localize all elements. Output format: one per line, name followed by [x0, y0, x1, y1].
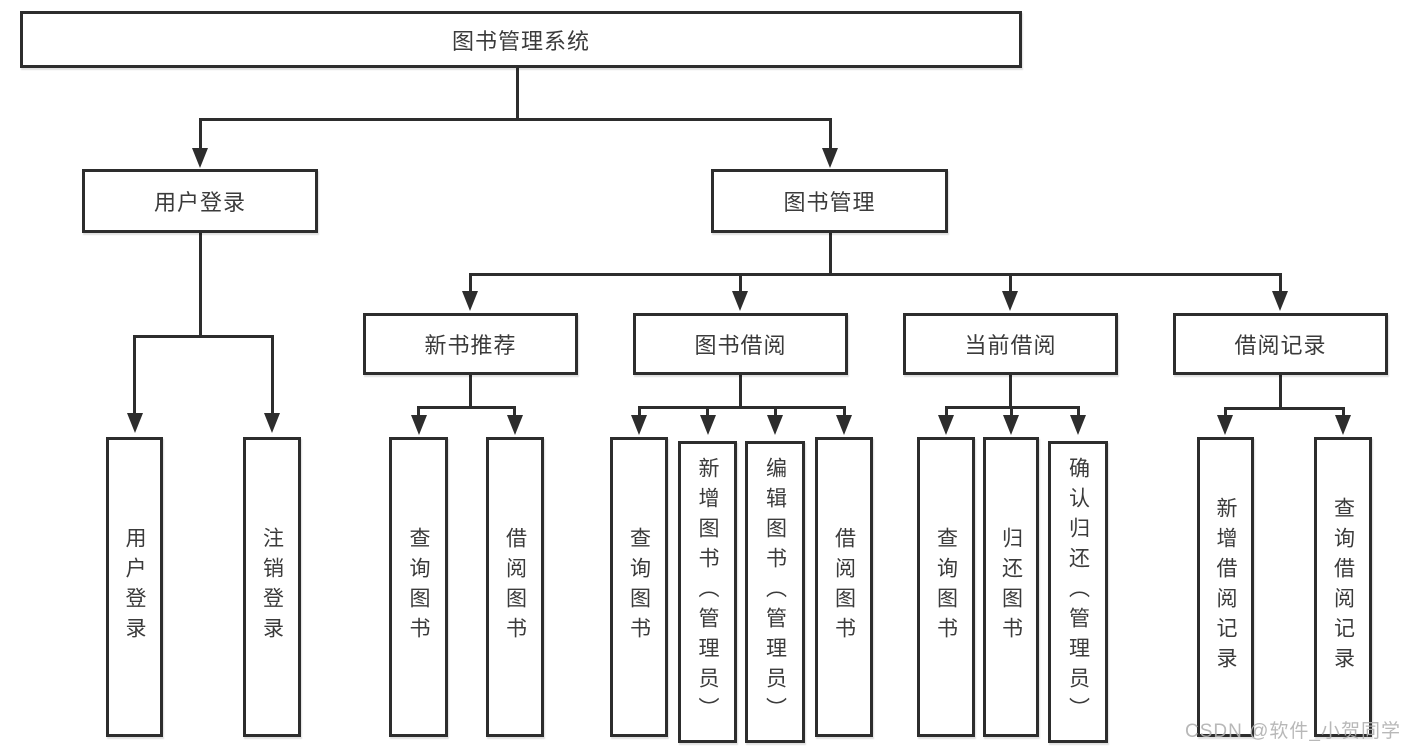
connector-level3-stem	[738, 273, 742, 291]
arrow-down-icon	[410, 415, 427, 435]
connector-userlogin-stem	[198, 118, 202, 150]
node-new-book-recommend-label: 新书推荐	[424, 333, 517, 358]
connector-currentborrow-down	[1008, 375, 1012, 406]
leaf-logout: 注销登录	[243, 437, 301, 737]
arrow-down-icon	[1070, 415, 1086, 435]
connector-leaf-stem	[417, 406, 420, 416]
connector-bookmgmt-rail	[468, 273, 1282, 276]
node-book-management: 图书管理	[711, 169, 948, 233]
arrow-down-icon	[1335, 415, 1351, 435]
arrow-down-icon	[126, 413, 143, 433]
arrow-down-icon	[506, 415, 523, 435]
leaf-label: 编辑图书（管理员）	[763, 457, 787, 727]
connector-leaf-stem	[773, 406, 777, 416]
arrow-down-icon	[938, 415, 954, 435]
connector-root-stem	[515, 68, 519, 118]
leaf-query-books-2: 查询图书	[610, 437, 668, 737]
leaf-label: 新增图书（管理员）	[696, 457, 719, 727]
leaf-label: 查询借阅记录	[1331, 497, 1355, 677]
arrow-down-icon	[1272, 291, 1288, 311]
node-borrow-records: 借阅记录	[1173, 313, 1388, 375]
leaf-label: 查询图书	[407, 527, 430, 647]
arrow-down-icon	[822, 148, 838, 168]
leaf-query-books-3: 查询图书	[917, 437, 975, 737]
connector-leaf-stem	[706, 406, 709, 416]
leaf-query-borrow-record: 查询借阅记录	[1314, 437, 1372, 737]
node-book-borrow: 图书借阅	[633, 313, 848, 375]
csdn-watermark: CSDN @软件_小贺同学	[1185, 721, 1401, 742]
leaf-label: 注销登录	[260, 527, 284, 647]
leaf-borrow-books-1: 借阅图书	[486, 437, 544, 737]
connector-bookmgmt-stem	[828, 118, 832, 150]
connector-userlogin-down	[198, 233, 202, 335]
connector-newbooks-rail	[417, 406, 516, 409]
leaf-edit-books-admin: 编辑图书（管理员）	[745, 441, 805, 743]
connector-root-rail	[198, 118, 832, 121]
leaf-label: 查询图书	[627, 527, 651, 647]
node-borrow-records-label: 借阅记录	[1234, 333, 1327, 358]
node-book-borrow-label: 图书借阅	[694, 333, 787, 358]
arrow-down-icon	[699, 415, 716, 435]
arrow-down-icon	[1003, 415, 1019, 435]
connector-bookborrow-rail	[637, 406, 846, 409]
leaf-return-books: 归还图书	[983, 437, 1039, 737]
leaf-add-borrow-record: 新增借阅记录	[1197, 437, 1254, 737]
connector-borrowrecords-down	[1278, 375, 1282, 407]
leaf-confirm-return-admin: 确认归还（管理员）	[1048, 441, 1108, 743]
connector-leaf-stem	[1341, 407, 1345, 416]
node-library-system-label: 图书管理系统	[451, 28, 590, 54]
connector-leaf-stem	[1223, 407, 1227, 416]
arrow-down-icon	[1217, 415, 1233, 435]
node-library-system: 图书管理系统	[20, 11, 1022, 68]
leaf-label: 归还图书	[999, 527, 1023, 647]
arrow-down-icon	[264, 413, 280, 433]
connector-bookborrow-down	[738, 375, 742, 406]
leaf-label: 借阅图书	[503, 527, 527, 647]
connector-leaf-stem	[637, 406, 641, 416]
connector-borrowrecords-rail	[1223, 407, 1345, 410]
connector-leaf-stem	[944, 406, 948, 416]
arrow-down-icon	[462, 291, 478, 311]
connector-leaf-stem	[1076, 406, 1080, 416]
arrow-down-icon	[1002, 291, 1018, 311]
arrow-down-icon	[836, 415, 852, 435]
connector-leaf-stem	[842, 406, 846, 416]
leaf-label: 用户登录	[123, 527, 146, 647]
node-new-book-recommend: 新书推荐	[363, 313, 578, 375]
leaf-user-login: 用户登录	[106, 437, 163, 737]
node-user-login: 用户登录	[82, 169, 318, 233]
leaf-label: 借阅图书	[832, 527, 856, 647]
arrow-down-icon	[732, 291, 748, 311]
leaf-label: 新增借阅记录	[1214, 497, 1237, 677]
connector-leaf-stem	[513, 406, 516, 416]
leaf-label: 确认归还（管理员）	[1066, 457, 1090, 727]
node-book-management-label: 图书管理	[783, 190, 876, 215]
connector-leaf-stem	[270, 335, 274, 413]
connector-level3-stem	[468, 273, 472, 291]
connector-leaf-stem	[1009, 406, 1013, 416]
leaf-label: 查询图书	[934, 527, 958, 647]
connector-userlogin-rail	[133, 335, 273, 338]
connector-leaf-stem	[133, 335, 136, 413]
arrow-down-icon	[192, 148, 208, 168]
node-current-borrow: 当前借阅	[903, 313, 1118, 375]
connector-level3-stem	[1278, 273, 1282, 291]
arrow-down-icon	[767, 415, 783, 435]
connector-bookmgmt-down	[828, 233, 832, 273]
arrow-down-icon	[631, 415, 647, 435]
connector-newbooks-down	[468, 375, 472, 406]
node-user-login-label: 用户登录	[153, 190, 246, 215]
node-current-borrow-label: 当前借阅	[964, 333, 1057, 358]
leaf-query-books-1: 查询图书	[389, 437, 448, 737]
leaf-add-books-admin: 新增图书（管理员）	[678, 441, 737, 743]
connector-level3-stem	[1008, 273, 1012, 291]
leaf-borrow-books-2: 借阅图书	[815, 437, 873, 737]
